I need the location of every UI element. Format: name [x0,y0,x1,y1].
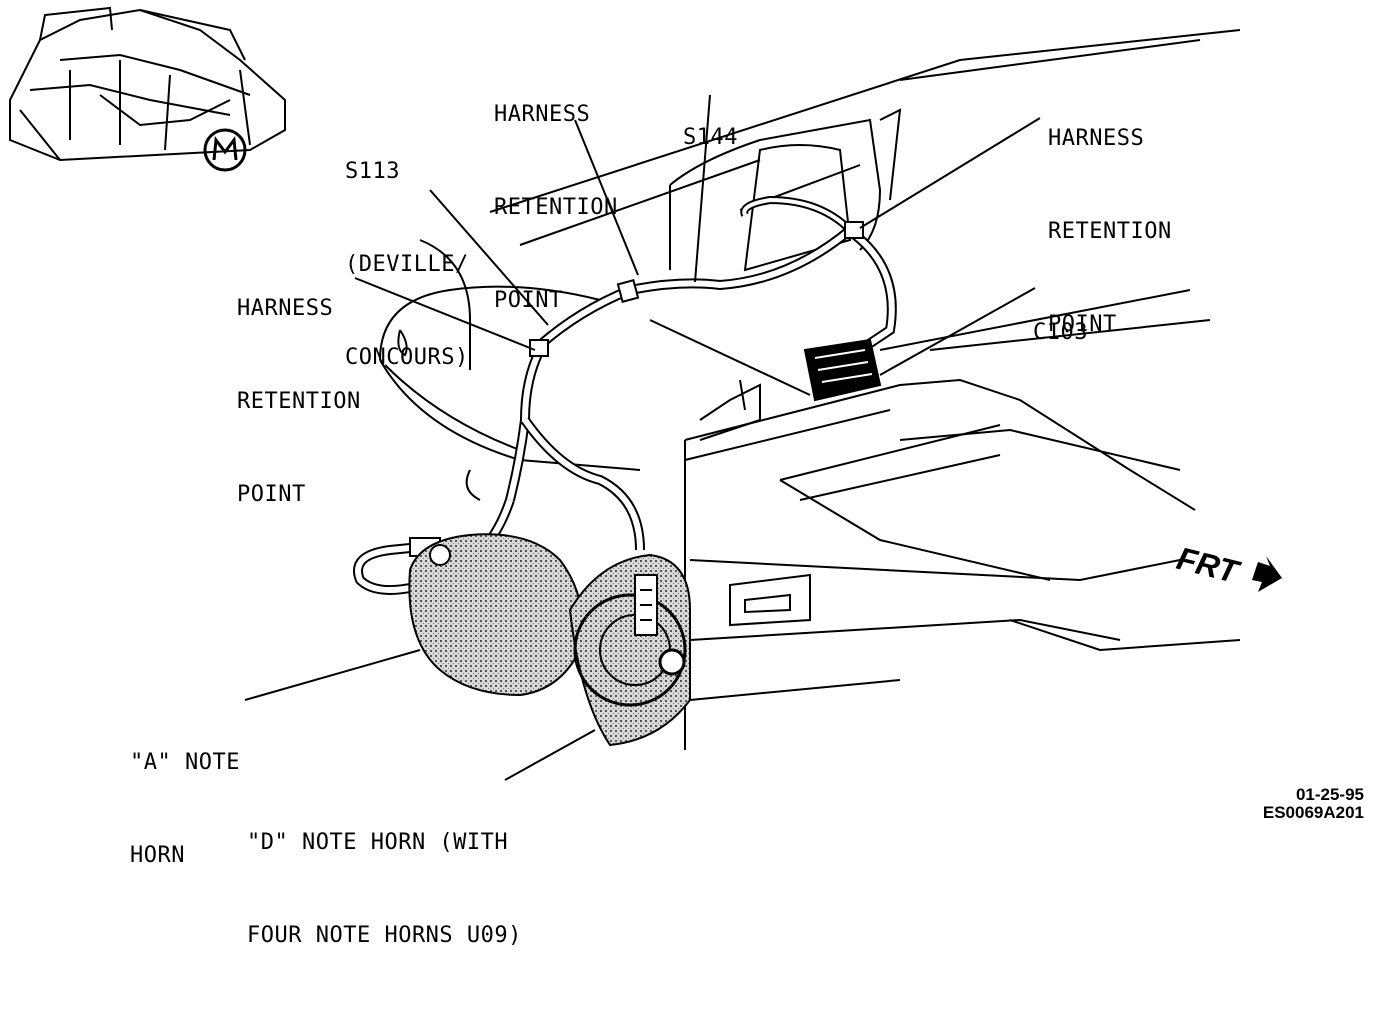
drawing-stamp: 01-25-95 ES0069A201 [1263,786,1364,822]
drawing-date: 01-25-95 [1295,785,1364,804]
s113-label-line1: S113 [345,159,400,184]
hrp-right-line3: POINT [1048,312,1117,337]
hrp-top-line3: POINT [494,288,563,313]
c103-label-text: C103 [1033,320,1088,345]
hrp-top-line1: HARNESS [494,102,591,127]
a-note-horn-body [408,533,584,697]
horn-harness-illustration [9,6,1282,781]
hrp-top-line2: RETENTION [494,195,618,220]
d-note-horn-label: "D" NOTE HORN (WITH FOUR NOTE HORNS U09) [247,765,522,1013]
s113-label-line3: CONCOURS) [345,345,469,370]
a-note-horn-label: "A" NOTE HORN [130,685,240,933]
s144-label-text: S144 [683,125,738,150]
hrp-right-line2: RETENTION [1048,219,1172,244]
harness-retention-point-left-label: HARNESS RETENTION POINT [237,231,361,572]
harness-retention-point-right-label: HARNESS RETENTION POINT [1048,61,1172,402]
s113-label: S113 (DEVILLE/ CONCOURS) [345,94,469,435]
harness-retention-point-top-label: HARNESS RETENTION POINT [494,37,618,378]
hrp-left-line3: POINT [237,482,306,507]
d-horn-line1: "D" NOTE HORN (WITH [247,830,509,855]
d-note-horn-body [568,553,691,747]
a-horn-line2: HORN [130,843,185,868]
vehicle-locator-thumbnail [9,6,286,172]
body-panels [379,29,1241,750]
hrp-right-line1: HARNESS [1048,126,1145,151]
c103-label: C103 [1033,255,1088,410]
hrp-left-line2: RETENTION [237,389,361,414]
hrp-left-line1: HARNESS [237,296,334,321]
diagram-canvas: S113 (DEVILLE/ CONCOURS) HARNESS RETENTI… [9,6,1364,948]
d-horn-line2: FOUR NOTE HORNS U09) [247,923,522,948]
a-horn-line1: "A" NOTE [130,750,240,775]
drawing-code: ES0069A201 [1262,803,1364,822]
callout-leaders [244,94,1041,781]
s144-label: S144 [683,60,738,215]
front-arrow-icon [1252,556,1282,592]
s113-label-line2: (DEVILLE/ [345,252,469,277]
